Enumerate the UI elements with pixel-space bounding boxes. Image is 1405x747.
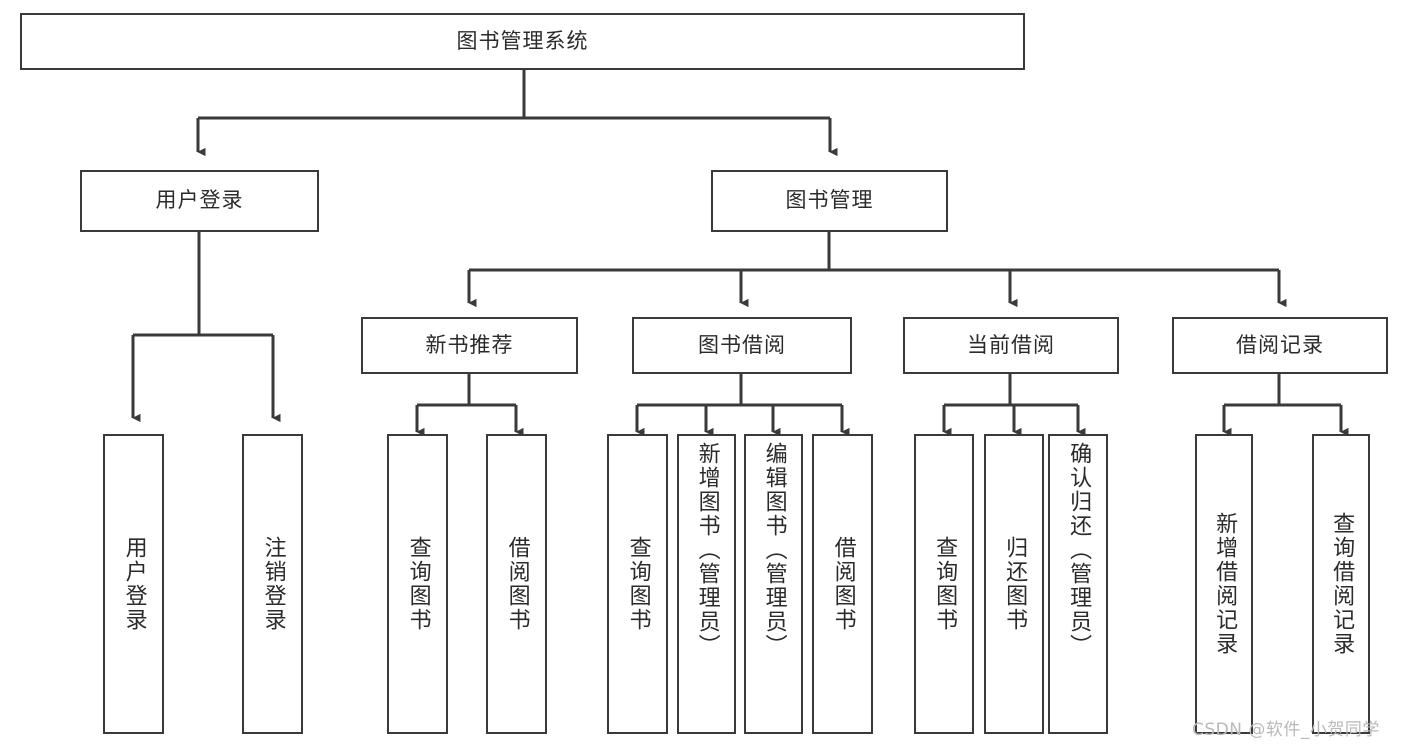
leaf-borrow-query-book-label: 查询图书 (625, 536, 651, 632)
node-current-borrow-label: 当前借阅 (967, 332, 1055, 357)
leaf-borrow-borrow-book-label: 借阅图书 (830, 536, 856, 632)
node-book-manage[interactable]: 图书管理 (711, 170, 948, 232)
node-new-book-recommend-label: 新书推荐 (425, 332, 514, 357)
node-root-label: 图书管理系统 (456, 28, 589, 53)
node-borrow-record-label: 借阅记录 (1236, 332, 1324, 357)
leaf-new-book-query[interactable]: 查询图书 (387, 434, 448, 734)
leaf-new-book-borrow[interactable]: 借阅图书 (486, 434, 547, 734)
node-borrow-record[interactable]: 借阅记录 (1172, 317, 1388, 374)
leaf-current-confirm-return-label: 确认归还（管理员） (1066, 442, 1092, 658)
leaf-current-return-book-label: 归还图书 (1002, 536, 1028, 632)
node-book-manage-label: 图书管理 (785, 188, 874, 213)
leaf-current-return-book[interactable]: 归还图书 (984, 434, 1044, 734)
leaf-record-add[interactable]: 新增借阅记录 (1195, 434, 1253, 734)
leaf-record-add-label: 新增借阅记录 (1212, 512, 1238, 656)
node-new-book-recommend[interactable]: 新书推荐 (361, 317, 578, 374)
leaf-borrow-borrow-book[interactable]: 借阅图书 (812, 434, 873, 734)
node-user-login-label: 用户登录 (155, 188, 244, 213)
node-current-borrow[interactable]: 当前借阅 (903, 317, 1119, 374)
node-book-borrow[interactable]: 图书借阅 (632, 317, 852, 374)
leaf-current-query-book-label: 查询图书 (932, 536, 958, 632)
leaf-user-login-signout[interactable]: 注销登录 (242, 434, 303, 734)
leaf-borrow-edit-book[interactable]: 编辑图书（管理员） (744, 434, 803, 734)
leaf-current-confirm-return[interactable]: 确认归还（管理员） (1048, 434, 1108, 734)
leaf-user-login-signout-label: 注销登录 (260, 536, 286, 632)
leaf-record-query-label: 查询借阅记录 (1329, 512, 1355, 656)
node-book-borrow-label: 图书借阅 (698, 332, 786, 357)
node-user-login[interactable]: 用户登录 (80, 170, 319, 232)
leaf-borrow-edit-book-label: 编辑图书（管理员） (761, 442, 787, 658)
node-root[interactable]: 图书管理系统 (20, 13, 1025, 70)
leaf-current-query-book[interactable]: 查询图书 (914, 434, 974, 734)
leaf-record-query[interactable]: 查询借阅记录 (1312, 434, 1370, 734)
leaf-user-login-signin-label: 用户登录 (121, 536, 147, 632)
leaf-borrow-add-book[interactable]: 新增图书（管理员） (677, 434, 736, 734)
leaf-borrow-query-book[interactable]: 查询图书 (607, 434, 668, 734)
leaf-new-book-borrow-label: 借阅图书 (504, 536, 530, 632)
csdn-watermark: CSDN @软件_小贺同学 (1192, 720, 1380, 740)
leaf-user-login-signin[interactable]: 用户登录 (103, 434, 164, 734)
leaf-borrow-add-book-label: 新增图书（管理员） (694, 442, 720, 658)
leaf-new-book-query-label: 查询图书 (405, 536, 431, 632)
